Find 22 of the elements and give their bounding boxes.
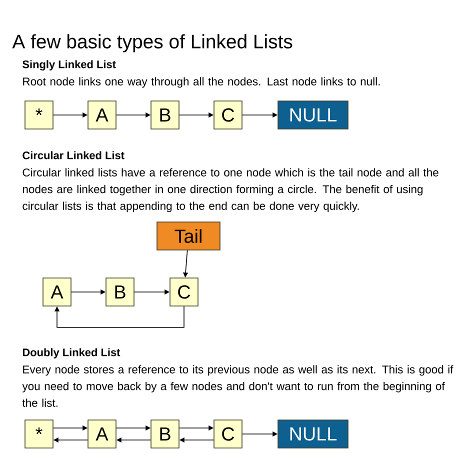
description-text: Root node links one way through all the nodes. Last node links to null. bbox=[23, 77, 380, 88]
node-box: * bbox=[24, 100, 54, 130]
null-box: NULL bbox=[278, 420, 348, 448]
node-box: B bbox=[150, 100, 180, 130]
node-box: C bbox=[214, 100, 242, 130]
title: A few basic types of Linked Lists bbox=[12, 34, 292, 52]
node-box: A bbox=[88, 100, 116, 130]
description-text: Circular linked lists have a reference to one node which is the tail node and all the nodes are linked together in one direction forming a circle. The benefit of using circular lists is that appending to the end can be done very quickly. bbox=[22, 168, 438, 212]
node-box: B bbox=[150, 420, 180, 448]
section-heading: Singly Linked List bbox=[22, 60, 116, 70]
node-box: * bbox=[24, 420, 54, 448]
null-box: NULL bbox=[278, 100, 348, 130]
node-box: A bbox=[88, 420, 116, 448]
description-text: Every node stores a reference to its previous node as well as its next. This is good if you need to move back by a few nodes and don't want to run from the beginning of the list. bbox=[22, 365, 454, 407]
node-box: C bbox=[170, 278, 198, 306]
tail-box: Tail bbox=[156, 222, 220, 250]
node-box: A bbox=[42, 278, 72, 306]
node-box: B bbox=[106, 278, 134, 306]
node-box: C bbox=[214, 420, 242, 448]
section-heading: Circular Linked List bbox=[22, 151, 124, 160]
section-heading: Doubly Linked List bbox=[22, 348, 120, 358]
arrow bbox=[54, 306, 184, 328]
